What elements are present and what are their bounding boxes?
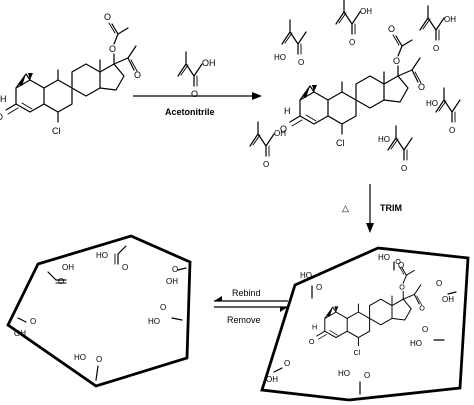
arrow-acetonitrile xyxy=(133,92,262,100)
binding-site-5: O OH xyxy=(14,317,36,338)
atom-o-acetate-bound: O xyxy=(399,283,405,292)
binding-site-3-oh: OH xyxy=(166,277,178,286)
label-delta: △ xyxy=(342,203,349,213)
atom-o-m4: O xyxy=(449,126,455,135)
atom-o-m2: O xyxy=(349,38,355,47)
atom-oh-m5: OH xyxy=(274,129,286,138)
atom-o-carbonyl-bound: O xyxy=(395,257,401,266)
binding-site-6-o: O xyxy=(96,355,102,364)
binding-site-2-o: O xyxy=(122,263,128,272)
binding-site-1: OH O xyxy=(47,263,74,286)
atom-o-acetate-left: O xyxy=(109,44,116,54)
monomer-top-center: OH O xyxy=(335,0,372,47)
bound-site-6-o: O xyxy=(364,371,370,380)
binding-site-1-oh: OH xyxy=(62,263,74,272)
atom-h-left: H xyxy=(0,94,7,104)
binding-site-5-o: O xyxy=(30,317,36,326)
bound-site-3-oh: OH xyxy=(442,295,454,304)
bound-template-steroid: H O Cl O O O xyxy=(309,257,425,357)
atom-cl-left: Cl xyxy=(52,126,61,136)
binding-site-2-ho: HO xyxy=(96,251,108,260)
monomer-top-left: HO O xyxy=(274,19,307,67)
atom-o-c3-left: O xyxy=(0,112,3,122)
monomer-bottom-left: OH O xyxy=(249,121,286,169)
label-acetonitrile: Acetonitrile xyxy=(165,107,215,117)
monomer-top-right: OH O xyxy=(419,5,456,53)
atom-cl-bound: Cl xyxy=(354,348,361,357)
template-steroid-left: H O Cl O O O xyxy=(0,12,141,136)
binding-site-1-o: O xyxy=(58,277,64,286)
atom-cl-right: Cl xyxy=(336,138,345,148)
label-trim: TRIM xyxy=(380,203,402,213)
bound-site-1: HO O xyxy=(300,271,322,299)
bound-site-4-o: O xyxy=(422,325,428,334)
atom-o-c3-bound: O xyxy=(309,337,315,346)
atom-o-carbonyl-right: O xyxy=(388,24,395,34)
bound-site-3-o: O xyxy=(436,279,442,288)
bound-site-2-o: O xyxy=(398,261,404,270)
atom-oh-reagent: OH xyxy=(202,58,216,68)
bound-site-1-ho: HO xyxy=(300,271,312,280)
monomer-bottom-right: HO O xyxy=(378,125,413,173)
bound-site-2: O HO xyxy=(378,253,404,271)
polymer-cavity-empty xyxy=(6,234,192,388)
atom-o-carbonyl-left: O xyxy=(104,12,111,22)
bound-site-4: O HO xyxy=(410,325,445,348)
binding-site-6-ho: HO xyxy=(74,353,86,362)
bound-site-1-o: O xyxy=(316,283,322,292)
atom-o-acetyl-bound: O xyxy=(419,303,425,312)
atom-o-reagent: O xyxy=(191,89,198,99)
atom-h-bound: H xyxy=(312,323,317,332)
bound-site-5-o: O xyxy=(284,359,290,368)
atom-o-c3-right: O xyxy=(280,124,287,134)
atom-ho-m6: HO xyxy=(378,135,390,144)
bound-site-3: O OH xyxy=(436,279,457,304)
monomer-right: HO O xyxy=(426,87,461,135)
bound-site-6: HO O xyxy=(338,369,370,395)
atom-o-acetyl-right: O xyxy=(418,82,425,92)
atom-o-m1: O xyxy=(298,58,304,67)
methacrylic-acid-reagent: OH O xyxy=(177,51,216,99)
atom-o-acetyl-left: O xyxy=(134,70,141,80)
atom-o-m3: O xyxy=(433,44,439,53)
atom-ho-m1: HO xyxy=(274,53,286,62)
bound-site-6-ho: HO xyxy=(338,369,350,378)
binding-site-4-ho: HO xyxy=(148,317,160,326)
template-steroid-right: H O Cl O O O xyxy=(280,24,425,148)
binding-site-3: O OH xyxy=(166,265,187,286)
atom-oh-m3: OH xyxy=(444,15,456,24)
arrow-trim xyxy=(366,184,374,233)
atom-h-right: H xyxy=(284,106,291,116)
atom-o-m6: O xyxy=(401,164,407,173)
binding-site-2: HO O xyxy=(96,245,128,272)
bound-site-4-ho: HO xyxy=(410,339,422,348)
atom-o-m5: O xyxy=(263,160,269,169)
atom-ho-m4: HO xyxy=(426,99,438,108)
label-rebind: Rebind xyxy=(232,288,261,298)
binding-site-5-oh: OH xyxy=(14,329,26,338)
polymer-cavity-filled xyxy=(260,246,470,402)
equilibrium-arrows xyxy=(214,296,288,312)
atom-o-acetate-right: O xyxy=(393,56,400,66)
bound-site-5: O OH xyxy=(266,359,290,384)
binding-site-3-o: O xyxy=(172,265,178,274)
binding-site-6: HO O xyxy=(74,353,102,381)
label-remove: Remove xyxy=(227,315,261,325)
binding-site-4: O HO xyxy=(148,303,183,326)
bound-site-5-oh: OH xyxy=(266,375,278,384)
atom-oh-m2: OH xyxy=(360,7,372,16)
bound-site-2-ho: HO xyxy=(378,253,390,262)
binding-site-4-o: O xyxy=(160,303,166,312)
